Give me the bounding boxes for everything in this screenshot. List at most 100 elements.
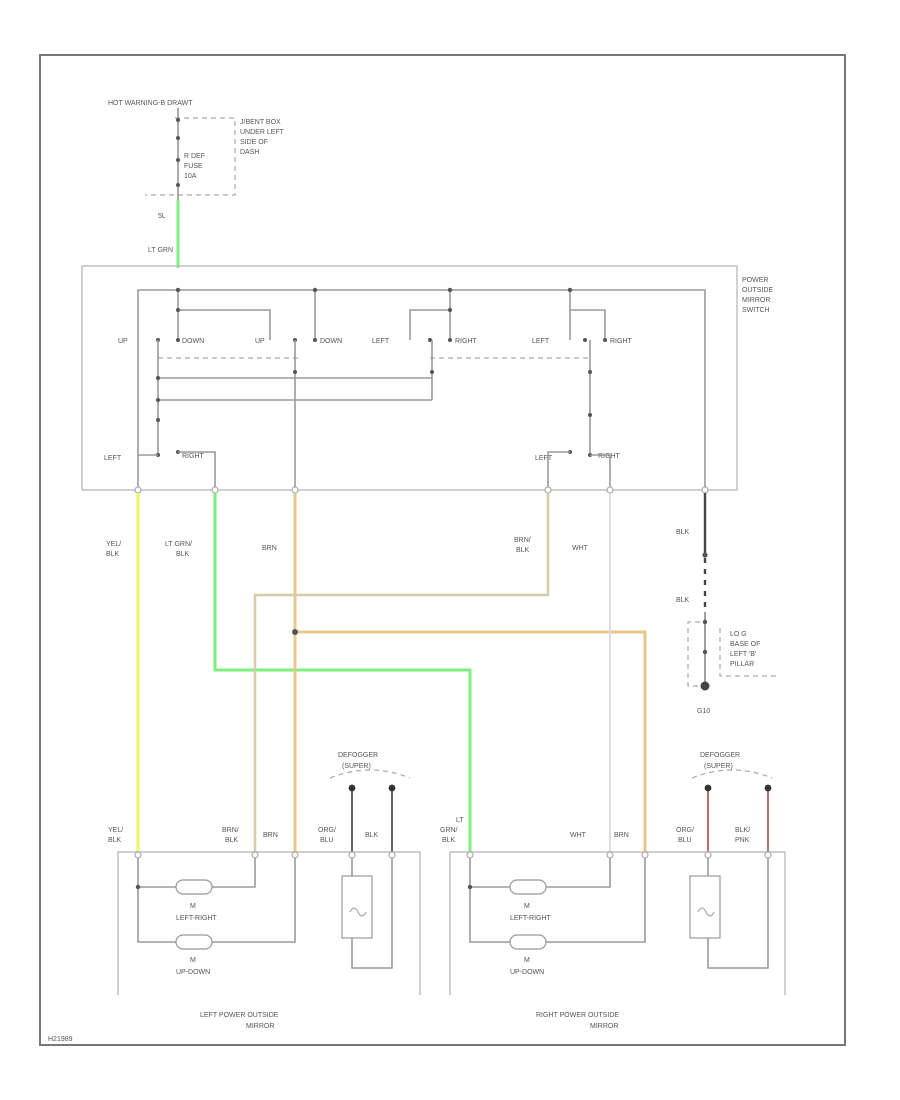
left-defogger-title-2: (SUPER)	[342, 763, 371, 770]
lm-wire-yel-2: BLK	[108, 837, 122, 844]
right-defogger-title-2: (SUPER)	[704, 763, 733, 770]
lm-pin	[291, 851, 299, 859]
junction-box-label-3: SIDE OF	[240, 139, 268, 146]
rm-wire-blkpnk-2: PNK	[735, 837, 750, 844]
ground-terminal-icon	[700, 681, 710, 691]
lm-pin	[348, 851, 356, 859]
left-defogger-terminal	[388, 784, 396, 792]
int-node	[156, 376, 160, 380]
row2-label-left-1: LEFT	[104, 455, 122, 462]
rm-motor1-label: LEFT-RIGHT	[510, 915, 552, 922]
switch-title-3: MIRROR	[742, 297, 770, 304]
ground-node	[702, 649, 708, 655]
label-blk-upper: BLK	[676, 529, 690, 536]
row1-label-up-2: UP	[255, 338, 265, 345]
ground-node	[702, 619, 708, 625]
row1-label-right-2: RIGHT	[610, 338, 633, 345]
fuse-label-2: FUSE	[184, 163, 203, 170]
lm-motor-ud	[175, 934, 213, 950]
ground-dash-box	[687, 621, 700, 687]
bus-link-1	[178, 309, 271, 340]
wire-lt-grn-blk	[213, 493, 472, 852]
left-defogger-terminal	[348, 784, 356, 792]
splice-brn	[292, 629, 298, 635]
switch-pin	[606, 486, 614, 494]
rm-wire-wht: WHT	[570, 832, 587, 839]
rm-motor-ud	[509, 934, 547, 950]
switch-pin	[134, 486, 142, 494]
lm-wire-brnblk-1: BRN/	[222, 827, 239, 834]
int-node	[430, 370, 434, 374]
lm-motor2-label: UP-DOWN	[176, 969, 210, 976]
switch-pin	[211, 486, 219, 494]
bus-node-3	[447, 287, 453, 293]
ground-node	[702, 552, 708, 558]
row1-label-down-2: DOWN	[320, 338, 342, 345]
lm-wire-org-1: ORG/	[318, 827, 336, 834]
row2-link-1	[178, 451, 216, 490]
fuse-label-3: 10A	[184, 173, 197, 180]
rm-housing	[449, 851, 786, 995]
lm-motor1-label: LEFT-RIGHT	[176, 915, 218, 922]
left-defogger-title-1: DEFOGGER	[338, 752, 378, 759]
lm-wire-brnblk-2: BLK	[225, 837, 239, 844]
row2-label-right-1: RIGHT	[182, 453, 205, 460]
row1-label-up-1: UP	[118, 338, 128, 345]
contact	[428, 338, 432, 342]
ground-bracket	[719, 628, 780, 677]
left-defogger-bracket	[329, 769, 411, 779]
rm-motor2-m: M	[524, 957, 530, 964]
rm-pin	[606, 851, 614, 859]
junction-box-label-2: UNDER LEFT	[240, 129, 285, 136]
lm-wire-blk: BLK	[365, 832, 379, 839]
row2-link-4	[590, 454, 611, 490]
rm-heater-element	[689, 875, 721, 939]
label-ltgrn-1: LT GRN/	[165, 541, 192, 548]
label-brnblk-1: BRN/	[514, 537, 531, 544]
rm-motor-circuit	[469, 858, 646, 943]
int-node	[156, 418, 160, 422]
ground-label-3: LEFT 'B'	[730, 651, 756, 658]
contact	[313, 338, 317, 342]
lm-motor1-m: M	[190, 903, 196, 910]
bus-node-2	[312, 287, 318, 293]
lm-node	[135, 884, 141, 890]
lm-wire-yel-1: YEL/	[108, 827, 123, 834]
label-ltgrn-2: BLK	[176, 551, 190, 558]
rm-wire-ltgrn-1: LT	[456, 817, 464, 824]
switch-title-2: OUTSIDE	[742, 287, 773, 294]
lm-pin	[388, 851, 396, 859]
bus-node-6	[448, 308, 452, 312]
fuse-dot-mid2	[176, 158, 180, 162]
bus-link-2	[409, 309, 450, 340]
switch-pin	[544, 486, 552, 494]
label-brnblk-2: BLK	[516, 547, 530, 554]
ground-label-2: BASE OF	[730, 641, 760, 648]
junction-box-label-1: J/BENT BOX	[240, 119, 281, 126]
right-defogger-terminal	[764, 784, 772, 792]
lm-title-1: LEFT POWER OUTSIDE	[200, 1012, 279, 1019]
right-defogger-terminal	[704, 784, 712, 792]
lm-heater-icon	[349, 907, 367, 917]
lm-wire-org-2: BLU	[320, 837, 334, 844]
bus-node-1	[175, 287, 181, 293]
lm-heater-element	[341, 875, 373, 939]
diagram-code: H21989	[48, 1036, 73, 1043]
contact	[448, 338, 452, 342]
row1-label-left-1: LEFT	[372, 338, 390, 345]
right-defogger-bracket	[691, 769, 773, 779]
bus-node-4	[567, 287, 573, 293]
switch-title-1: POWER	[742, 277, 768, 284]
label-blk-lower: BLK	[676, 597, 690, 604]
junction-box-label-4: DASH	[240, 149, 259, 156]
row2-label-left-2: LEFT	[535, 455, 553, 462]
label-yel-1: YEL/	[106, 541, 121, 548]
switch-bus	[137, 289, 706, 488]
right-defogger-title-1: DEFOGGER	[700, 752, 740, 759]
rm-title-2: MIRROR	[590, 1023, 618, 1030]
fuse-dot-bot	[176, 183, 180, 187]
rm-node	[467, 884, 473, 890]
switch-title-4: SWITCH	[742, 307, 770, 314]
rm-wire-org-2: BLU	[678, 837, 692, 844]
